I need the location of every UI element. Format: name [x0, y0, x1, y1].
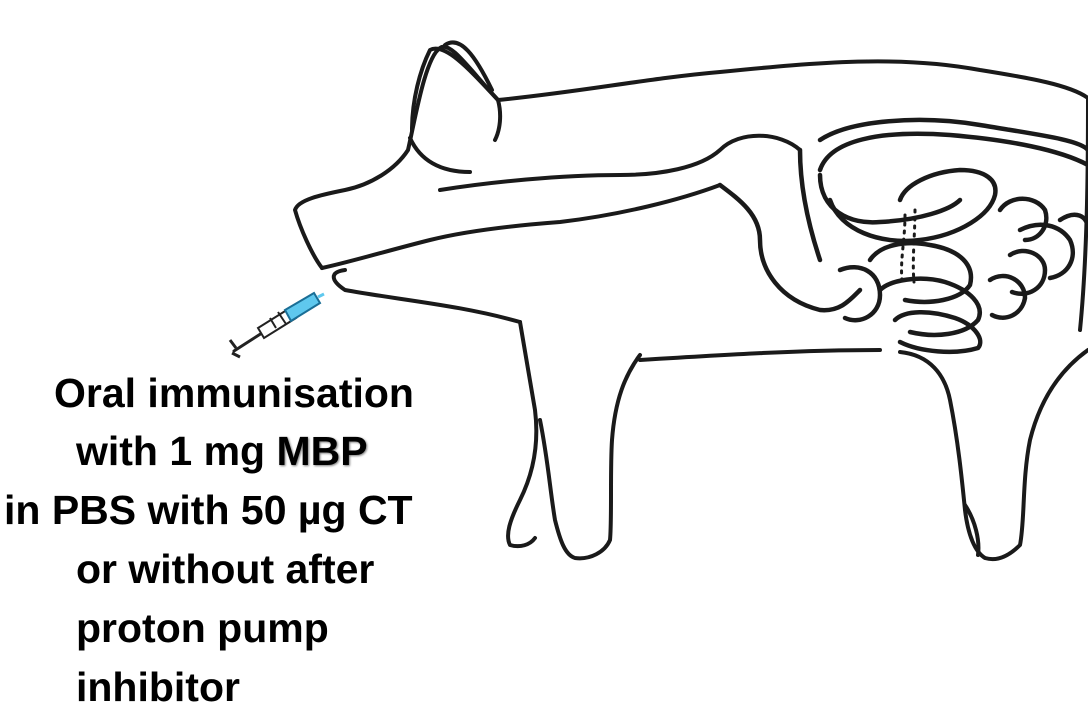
- syringe-icon: [230, 293, 324, 357]
- caption-antigen: MBP: [276, 428, 367, 474]
- caption-line-5: proton pump: [76, 599, 329, 657]
- caption-line-3: in PBS with 50 µg CT: [4, 481, 413, 539]
- pig-outline-icon: [295, 42, 1088, 559]
- caption-line-2: with 1 mg MBP: [76, 422, 368, 480]
- caption-dose: with 1 mg: [76, 428, 276, 474]
- caption-line-6: inhibitor: [76, 658, 240, 716]
- caption-line-1: Oral immunisation: [54, 364, 414, 422]
- intestines-icon: [720, 120, 1088, 352]
- caption-line-4: or without after: [76, 540, 374, 598]
